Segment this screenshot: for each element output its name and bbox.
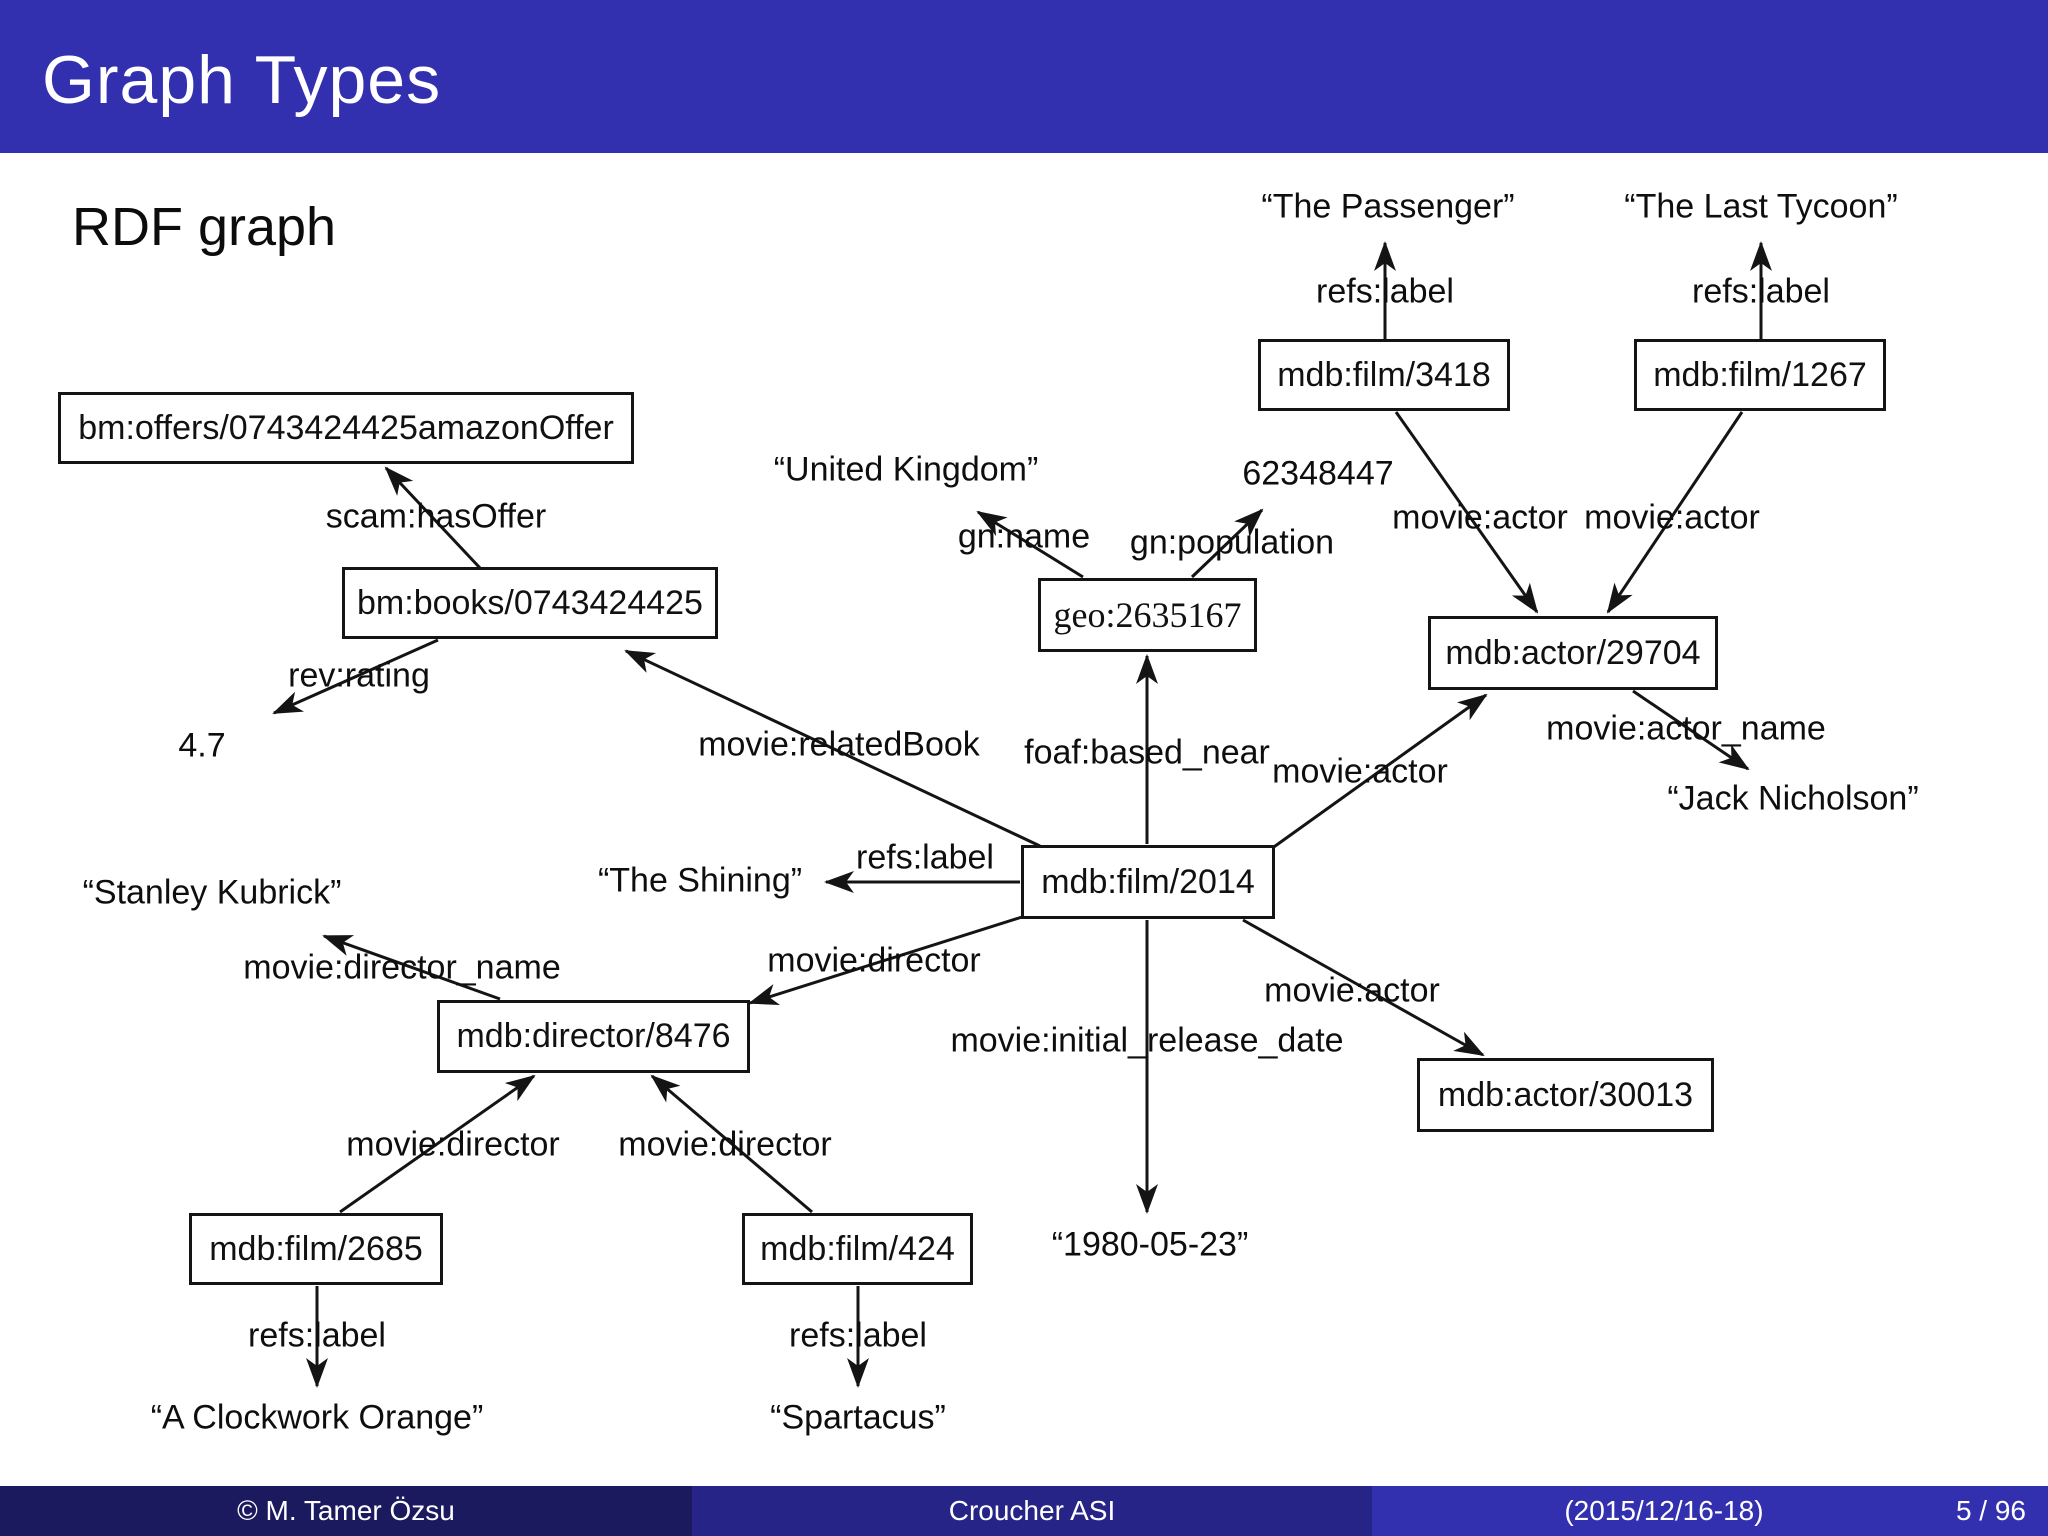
edge-label: movie:relatedBook bbox=[698, 725, 980, 764]
graph-edge bbox=[384, 466, 482, 570]
graph-edge bbox=[1606, 411, 1744, 614]
graph-node-director-8476: mdb:director/8476 bbox=[437, 1000, 750, 1073]
literal-rating-value: 4.7 bbox=[178, 726, 226, 765]
footer-venue-segment: Croucher ASI bbox=[692, 1486, 1372, 1536]
graph-edge bbox=[1632, 689, 1750, 771]
slide-footer: © M. Tamer Özsu Croucher ASI (2015/12/16… bbox=[0, 1486, 2048, 1536]
footer-date: (2015/12/16-18) bbox=[1564, 1495, 1764, 1526]
edge-label: movie:initial_release_date bbox=[950, 1021, 1344, 1060]
footer-author: © M. Tamer Özsu bbox=[237, 1495, 455, 1526]
graph-edge bbox=[1394, 411, 1539, 614]
page-title: Graph Types bbox=[42, 41, 442, 118]
edge-label: movie:director_name bbox=[243, 948, 561, 987]
literal-the-shining: “The Shining” bbox=[597, 861, 803, 900]
edge-label: movie:director bbox=[618, 1125, 832, 1164]
literal-united-kingdom: “United Kingdom” bbox=[773, 450, 1039, 489]
graph-node-film-2014: mdb:film/2014 bbox=[1021, 845, 1275, 919]
edge-label: foaf:based_near bbox=[1024, 733, 1270, 772]
graph-edge bbox=[272, 638, 439, 715]
graph-node-film-424: mdb:film/424 bbox=[742, 1213, 973, 1285]
graph-node-actor-29704: mdb:actor/29704 bbox=[1428, 616, 1718, 690]
graph-node-bm-offers: bm:offers/0743424425amazonOffer bbox=[58, 392, 634, 464]
edge-label: refs:label bbox=[789, 1316, 927, 1355]
footer-author-segment: © M. Tamer Özsu bbox=[0, 1486, 692, 1536]
graph-node-film-1267: mdb:film/1267 bbox=[1634, 339, 1886, 411]
graph-edge bbox=[1190, 508, 1264, 579]
edge-label: rev:rating bbox=[288, 656, 430, 695]
literal-passenger: “The Passenger” bbox=[1261, 187, 1515, 226]
literal-population-value: 62348447 bbox=[1242, 454, 1394, 493]
footer-page-number: 5 / 96 bbox=[1955, 1495, 2026, 1526]
edge-label: scam:hasOffer bbox=[325, 497, 547, 536]
graph-edge bbox=[1242, 918, 1485, 1057]
edge-label: movie:director bbox=[767, 941, 981, 980]
literal-clockwork-orange: “A Clockwork Orange” bbox=[150, 1398, 484, 1437]
slide-header: Graph Types bbox=[0, 0, 2048, 153]
literal-last-tycoon: “The Last Tycoon” bbox=[1624, 187, 1898, 226]
graph-node-film-3418: mdb:film/3418 bbox=[1258, 339, 1510, 411]
graph-edge bbox=[748, 915, 1023, 1006]
graph-edge bbox=[322, 934, 501, 1001]
edge-label: refs:label bbox=[248, 1316, 386, 1355]
edge-label: gn:population bbox=[1129, 523, 1335, 562]
edge-label: movie:director bbox=[346, 1125, 560, 1164]
literal-jack-nicholson: “Jack Nicholson” bbox=[1667, 779, 1919, 818]
edge-label: refs:label bbox=[1316, 272, 1454, 311]
graph-edge bbox=[624, 649, 1041, 848]
edge-label: gn:name bbox=[957, 517, 1091, 556]
edge-label: movie:actor bbox=[1272, 752, 1448, 791]
edge-label: movie:actor_name bbox=[1546, 709, 1826, 748]
graph-node-film-2685: mdb:film/2685 bbox=[189, 1213, 443, 1285]
graph-edge bbox=[1270, 693, 1488, 851]
edge-label: movie:actor bbox=[1584, 498, 1760, 537]
edge-label: refs:label bbox=[856, 838, 994, 877]
graph-node-actor-30013: mdb:actor/30013 bbox=[1417, 1058, 1714, 1132]
graph-node-bm-books: bm:books/0743424425 bbox=[342, 567, 718, 639]
graph-edge bbox=[976, 510, 1084, 579]
edge-label: movie:actor bbox=[1392, 498, 1568, 537]
graph-edge bbox=[650, 1074, 813, 1214]
literal-release-date: “1980-05-23” bbox=[1051, 1225, 1249, 1264]
literal-stanley-kubrick: “Stanley Kubrick” bbox=[82, 873, 342, 912]
edge-label: refs:label bbox=[1692, 272, 1830, 311]
literal-spartacus: “Spartacus” bbox=[770, 1398, 946, 1437]
footer-date-segment: (2015/12/16-18) 5 / 96 bbox=[1372, 1486, 2048, 1536]
graph-node-geo-2635167: geo:2635167 bbox=[1038, 578, 1257, 652]
graph-edge bbox=[339, 1074, 536, 1214]
footer-venue: Croucher ASI bbox=[948, 1495, 1116, 1526]
slide-subtitle: RDF graph bbox=[72, 197, 337, 257]
edge-label: movie:actor bbox=[1264, 971, 1440, 1010]
